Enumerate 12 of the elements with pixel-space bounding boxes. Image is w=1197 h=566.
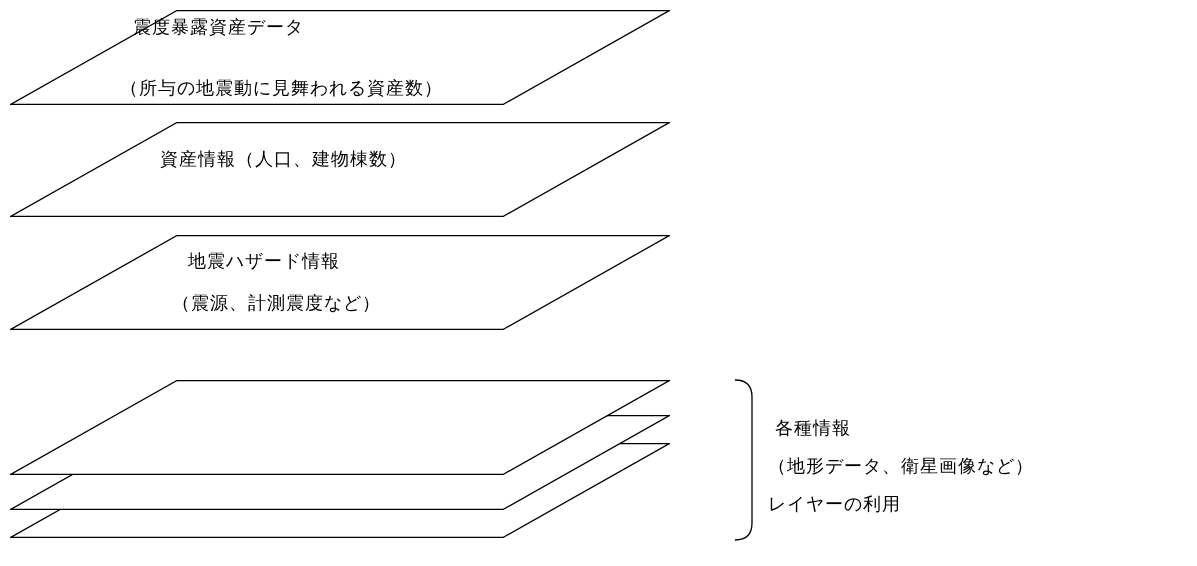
bracket-label: （地形データ、衛星画像など） bbox=[768, 455, 1034, 478]
layer-title: 地震ハザード情報 bbox=[188, 250, 340, 273]
layer-plane bbox=[10, 235, 670, 330]
layer-text: 資産情報（人口、建物棟数） bbox=[160, 148, 407, 171]
layer-text: （所与の地震動に見舞われる資産数） bbox=[120, 77, 443, 100]
layer-plane bbox=[10, 443, 670, 538]
bracket-label: レイヤーの利用 bbox=[768, 493, 901, 516]
layer-plane bbox=[10, 380, 670, 475]
layer-plane bbox=[10, 10, 670, 105]
layer-text: （震源、計測震度など） bbox=[172, 292, 381, 315]
layer-plane bbox=[10, 122, 670, 217]
bracket-label: 各種情報 bbox=[775, 417, 851, 440]
